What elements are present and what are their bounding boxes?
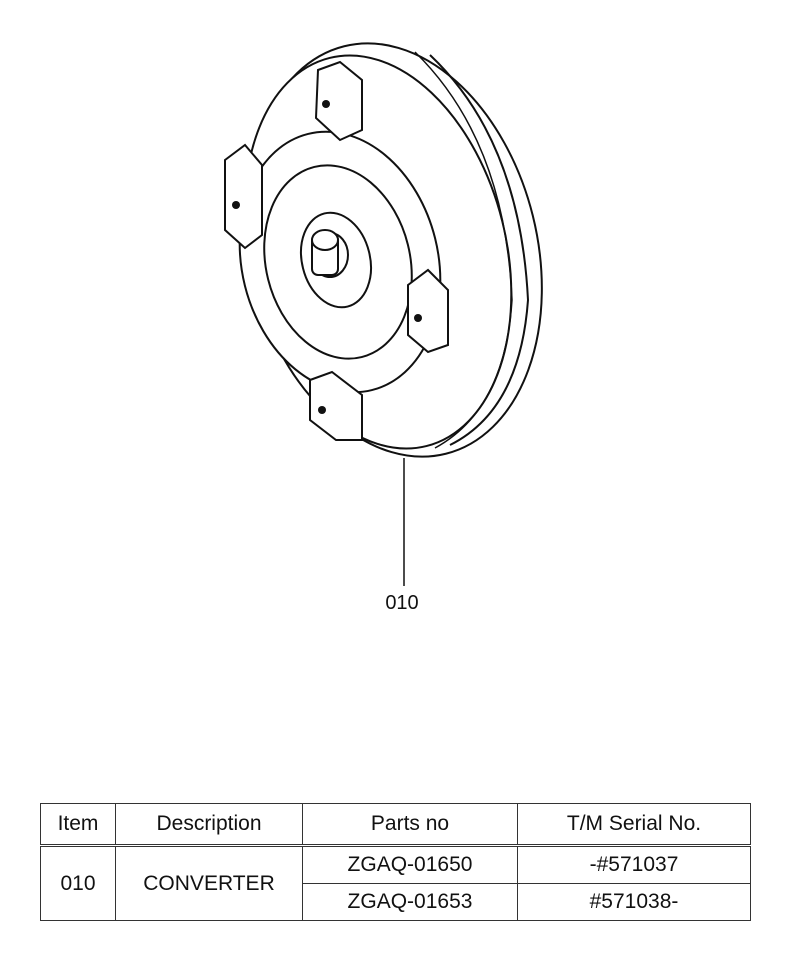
header-serial: T/M Serial No. [517, 803, 751, 846]
cell-serial: #571038- [517, 883, 751, 921]
torque-converter-icon [224, 42, 543, 586]
cell-item: 010 [40, 844, 116, 921]
cell-serial: -#571037 [517, 844, 751, 884]
table-row: 010 CONVERTER ZGAQ-01650 -#571037 [40, 844, 751, 921]
parts-table: Item Description Parts no T/M Serial No.… [40, 803, 751, 921]
cell-parts-no: ZGAQ-01653 [302, 883, 518, 921]
cell-parts-no: ZGAQ-01650 [302, 844, 518, 884]
header-description: Description [115, 803, 303, 846]
table-header-row: Item Description Parts no T/M Serial No. [40, 803, 751, 846]
parts-diagram [224, 42, 543, 586]
header-parts-no: Parts no [302, 803, 518, 846]
part-callout-label: 010 [385, 592, 419, 614]
header-item: Item [40, 803, 116, 846]
cell-description: CONVERTER [115, 844, 303, 921]
table-row: ZGAQ-01653 #571038- [41, 883, 751, 921]
